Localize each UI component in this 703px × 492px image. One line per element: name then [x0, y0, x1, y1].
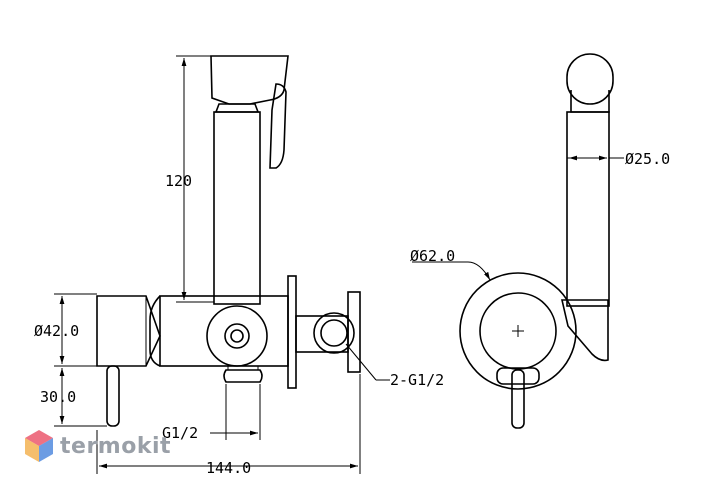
front-spray-head	[566, 53, 614, 105]
inlet-port	[313, 312, 355, 354]
cube-logo-icon	[25, 430, 53, 462]
dim-lever-height: 30.0	[40, 388, 76, 406]
front-handle-tube	[566, 111, 610, 307]
side-dimensions: 120 Ø42.0 30.0 G1/2 144.0 2-G1/2	[34, 55, 444, 477]
front-lever	[511, 369, 525, 429]
watermark-text: termokit	[60, 433, 172, 459]
handle-tube	[213, 111, 261, 305]
valve-lever	[106, 365, 120, 427]
wall-flange	[287, 275, 297, 389]
spray-head	[210, 55, 289, 105]
front-view	[459, 53, 614, 429]
front-dimensions: Ø25.0 Ø62.0	[410, 150, 670, 281]
spray-trigger	[269, 83, 287, 169]
holder-ring	[206, 305, 268, 367]
dim-handle-height: 120	[165, 172, 192, 190]
valve-lever-block	[96, 295, 161, 367]
dim-plate-diameter: Ø62.0	[410, 247, 455, 265]
dim-holder-diameter: Ø25.0	[625, 150, 670, 168]
dim-hose-thread: G1/2	[162, 424, 198, 442]
front-holder-clip	[560, 299, 609, 362]
dim-inlet-thread: 2-G1/2	[390, 371, 444, 389]
dim-body-diameter: Ø42.0	[34, 322, 79, 340]
front-valve-body	[479, 292, 557, 370]
dim-total-width: 144.0	[206, 459, 251, 477]
side-view	[96, 55, 361, 427]
spray-neck	[214, 103, 260, 113]
valve-body	[159, 295, 289, 367]
front-wall-plate	[459, 272, 577, 390]
watermark: termokit	[24, 426, 171, 466]
hose-outlet	[223, 369, 263, 383]
